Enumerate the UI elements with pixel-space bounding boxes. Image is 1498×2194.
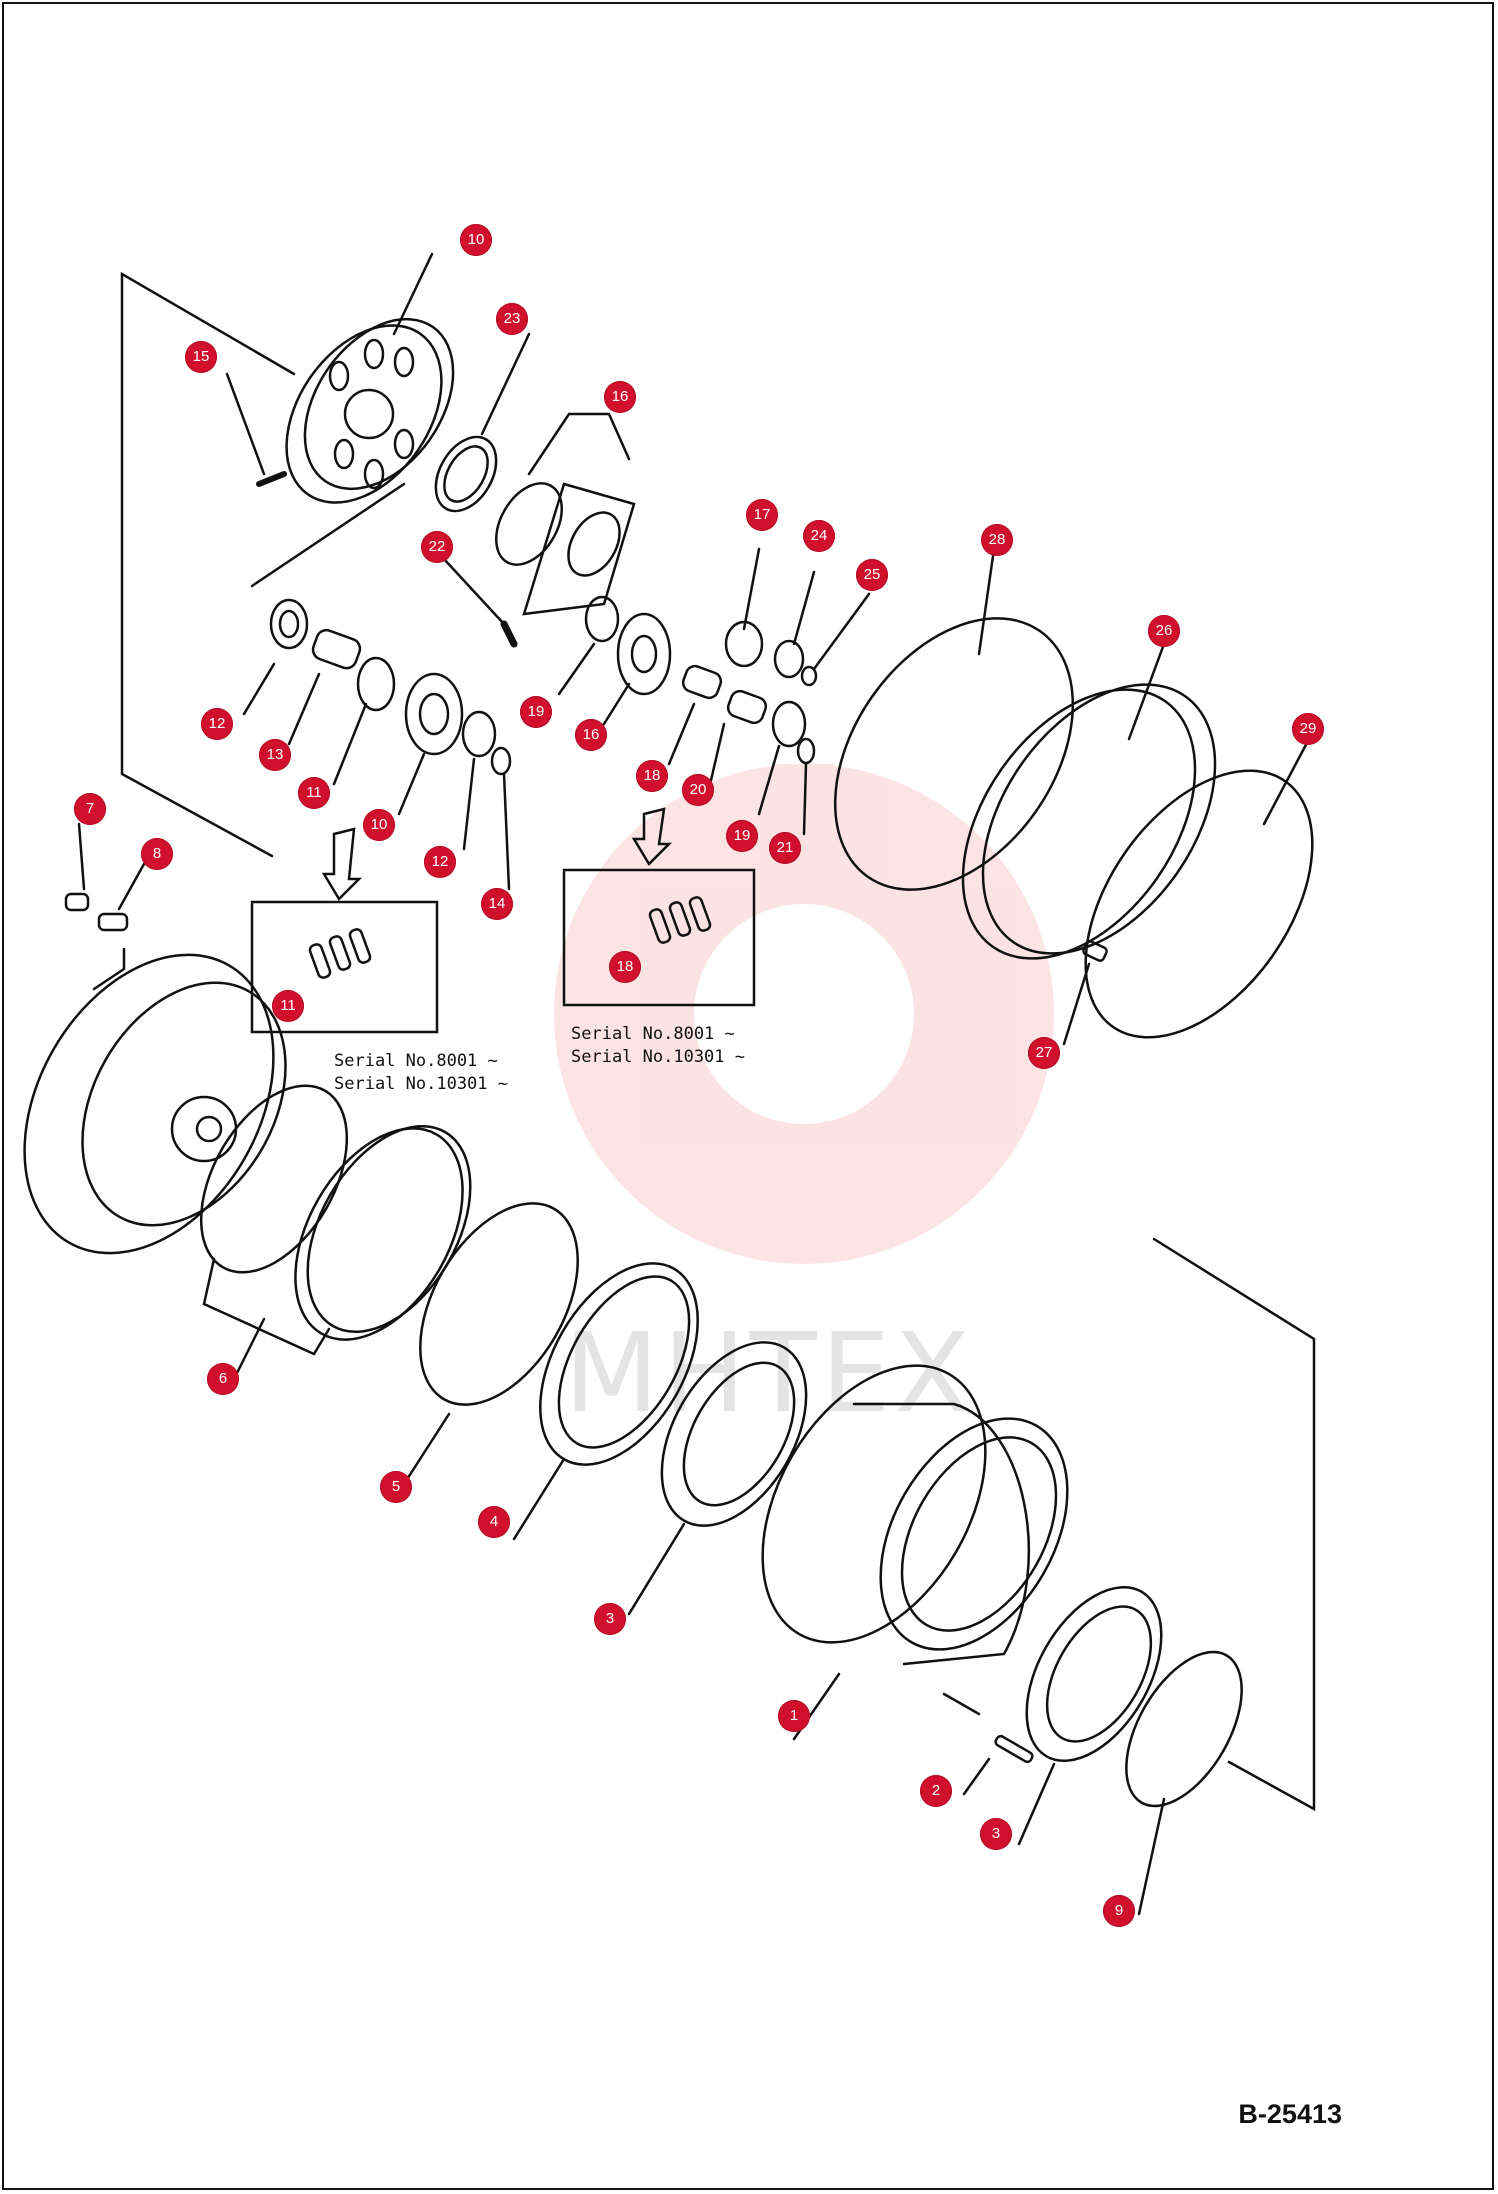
exploded-parts-drawing xyxy=(23,252,1316,1916)
callout-8[interactable]: 8 xyxy=(141,838,173,870)
drawing-code: B-25413 xyxy=(1238,2099,1342,2129)
motor-housing xyxy=(23,953,287,1255)
serial-line-18-b: Serial No.10301 ~ xyxy=(571,1047,745,1067)
callout-26[interactable]: 26 xyxy=(1148,615,1180,647)
callout-28[interactable]: 28 xyxy=(981,524,1013,556)
callout-25[interactable]: 25 xyxy=(856,559,888,591)
callout-11[interactable]: 11 xyxy=(272,990,304,1022)
callout-22[interactable]: 22 xyxy=(421,531,453,563)
needle-bearing-detail-18 xyxy=(648,896,712,944)
callout-16[interactable]: 16 xyxy=(575,719,607,751)
callout-12[interactable]: 12 xyxy=(201,708,233,740)
callout-23[interactable]: 23 xyxy=(496,303,528,335)
callout-10[interactable]: 10 xyxy=(363,809,395,841)
callout-1[interactable]: 1 xyxy=(778,1700,810,1732)
hub-housing-1 xyxy=(761,1364,1069,1666)
watermark-text: MHTEX xyxy=(564,1309,974,1437)
callout-10[interactable]: 10 xyxy=(460,224,492,256)
callout-16[interactable]: 16 xyxy=(604,381,636,413)
callout-27[interactable]: 27 xyxy=(1028,1037,1060,1069)
callout-2[interactable]: 2 xyxy=(920,1775,952,1807)
serial-line-11-a: Serial No.8001 ~ xyxy=(334,1051,498,1071)
callout-18[interactable]: 18 xyxy=(609,951,641,983)
callout-15[interactable]: 15 xyxy=(185,341,217,373)
callout-5[interactable]: 5 xyxy=(380,1471,412,1503)
callout-24[interactable]: 24 xyxy=(803,520,835,552)
callout-12[interactable]: 12 xyxy=(424,846,456,878)
callout-29[interactable]: 29 xyxy=(1292,713,1324,745)
callout-18[interactable]: 18 xyxy=(636,760,668,792)
callout-14[interactable]: 14 xyxy=(481,888,513,920)
callout-20[interactable]: 20 xyxy=(682,774,714,806)
callout-19[interactable]: 19 xyxy=(520,696,552,728)
gear-watermark-icon xyxy=(554,764,1054,1264)
callout-13[interactable]: 13 xyxy=(259,739,291,771)
callout-3[interactable]: 3 xyxy=(594,1603,626,1635)
callout-21[interactable]: 21 xyxy=(769,832,801,864)
needle-bearing-detail-11 xyxy=(308,928,372,979)
serial-line-11-b: Serial No.10301 ~ xyxy=(334,1074,508,1094)
callout-11[interactable]: 11 xyxy=(298,777,330,809)
callout-19[interactable]: 19 xyxy=(726,820,758,852)
serial-line-18-a: Serial No.8001 ~ xyxy=(571,1024,735,1044)
carrier-plate-10 xyxy=(285,317,455,504)
callout-17[interactable]: 17 xyxy=(746,499,778,531)
callout-9[interactable]: 9 xyxy=(1103,1895,1135,1927)
callout-7[interactable]: 7 xyxy=(74,793,106,825)
callout-4[interactable]: 4 xyxy=(478,1506,510,1538)
callout-3[interactable]: 3 xyxy=(980,1818,1012,1850)
callout-6[interactable]: 6 xyxy=(207,1363,239,1395)
